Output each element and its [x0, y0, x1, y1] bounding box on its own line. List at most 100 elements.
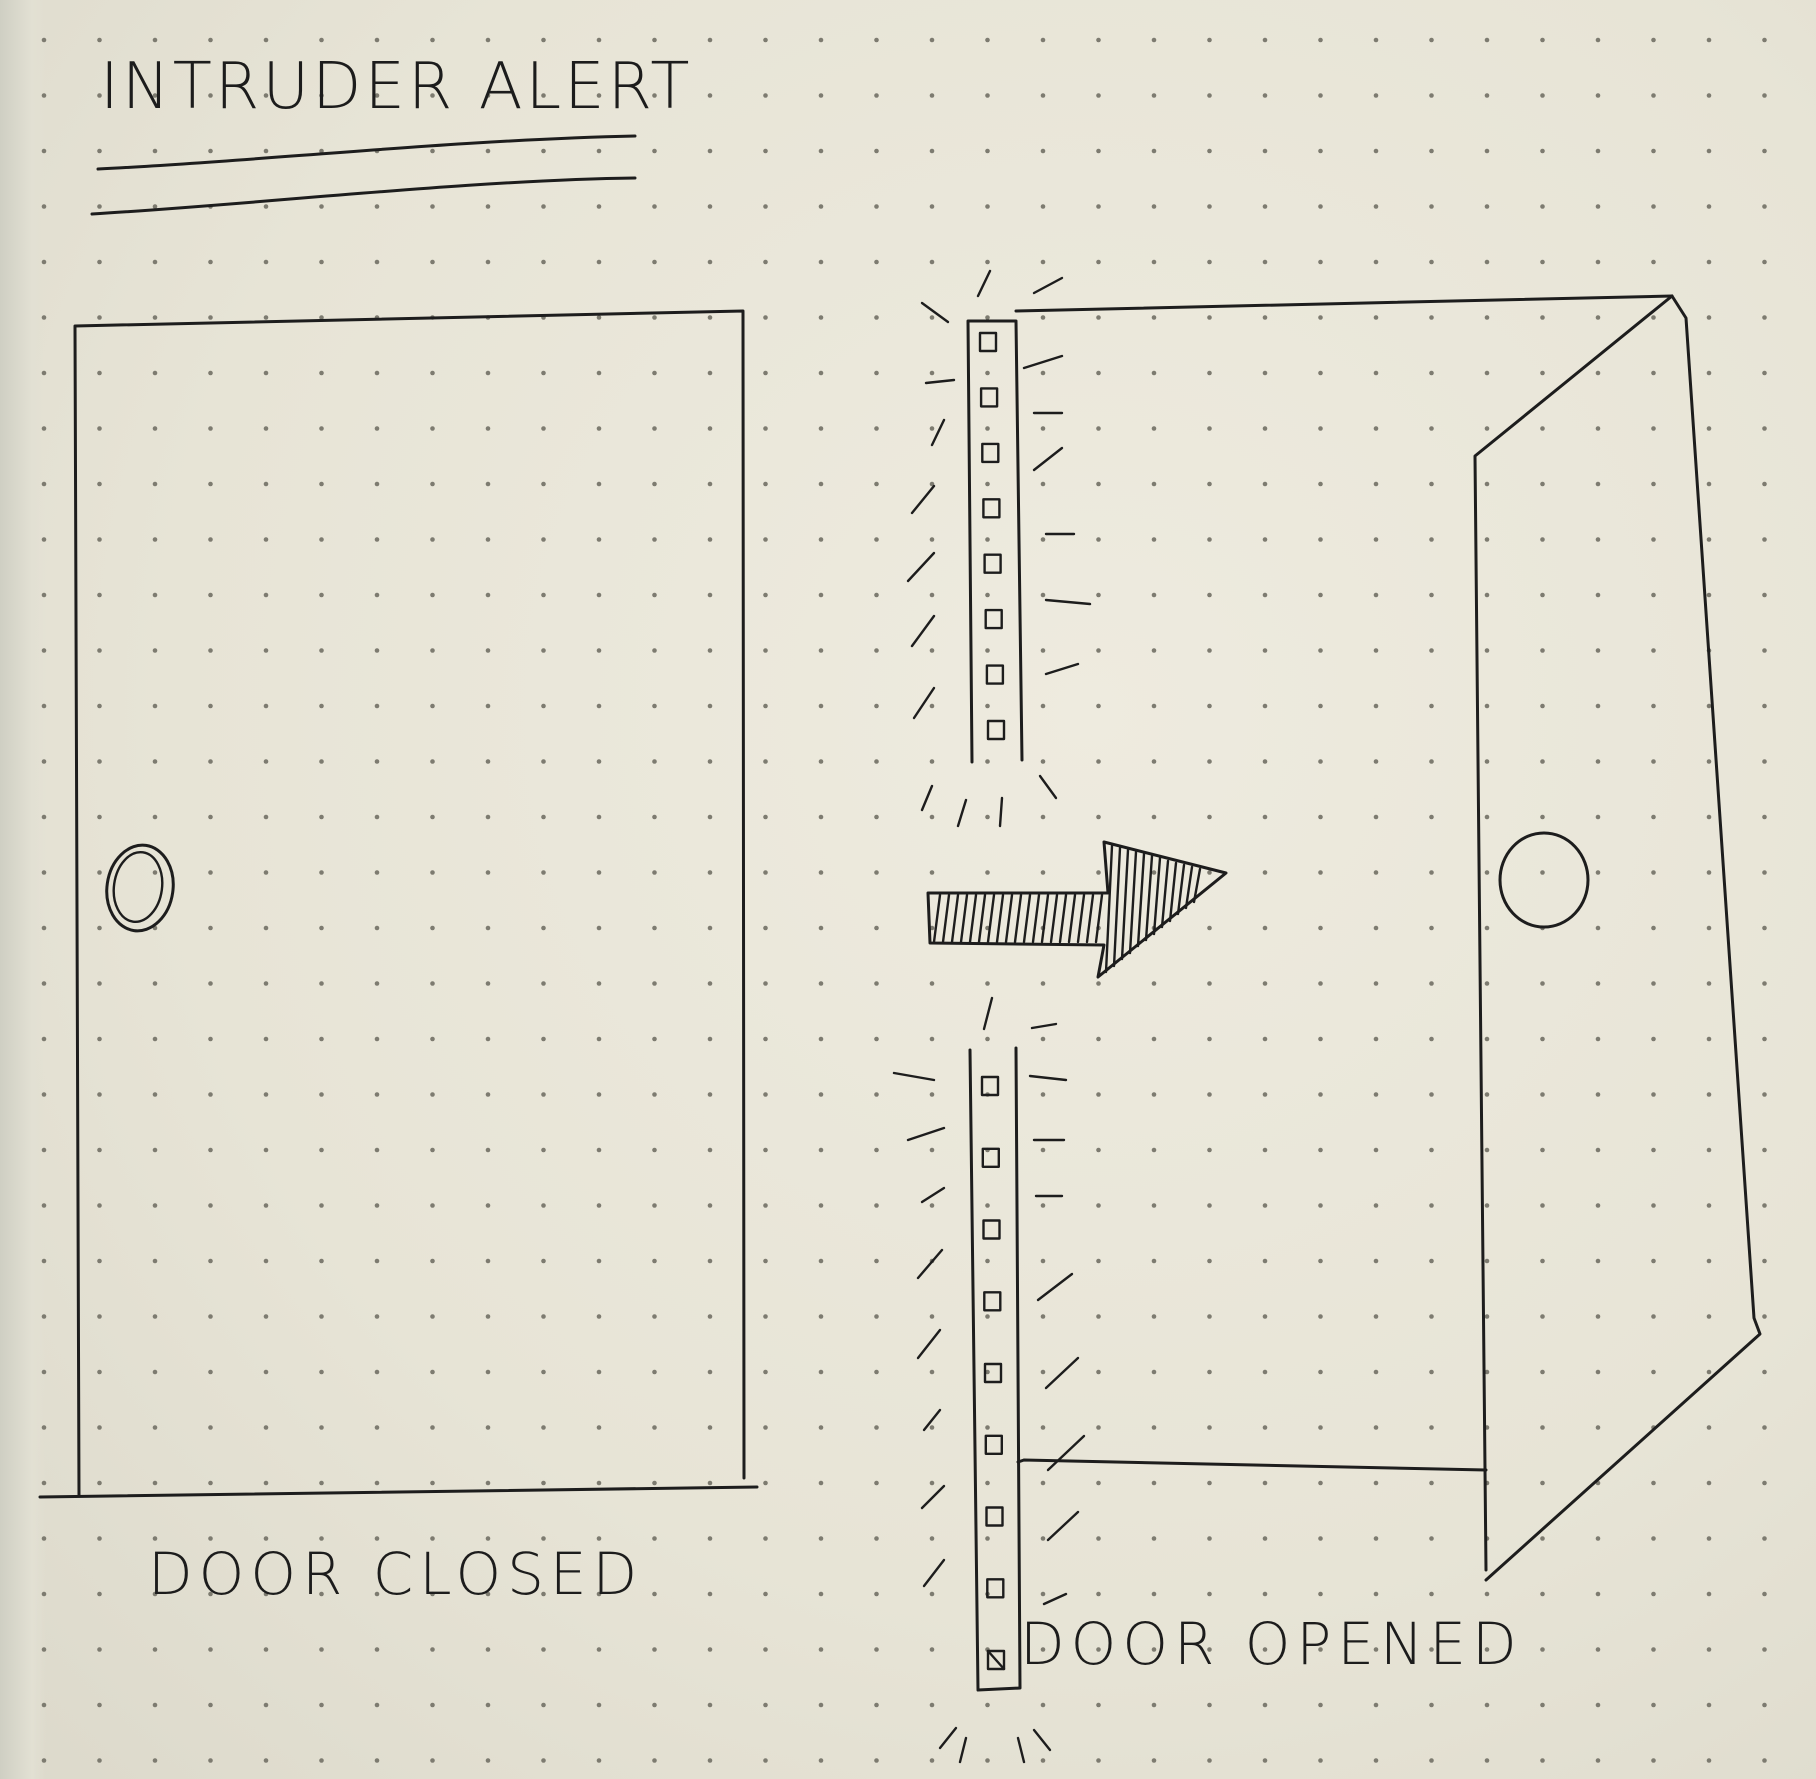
grid-dot: [1706, 481, 1712, 487]
grid-dot: [1040, 1314, 1046, 1319]
grid-dot: [985, 1203, 990, 1208]
grid-dot: [652, 814, 657, 820]
grid-dot: [985, 1702, 990, 1708]
grid-dot: [707, 426, 713, 431]
grid-dot: [1484, 315, 1490, 320]
grid-dot: [1151, 1480, 1157, 1486]
grid-dot: [1207, 315, 1212, 320]
grid-dot: [763, 259, 768, 265]
grid-dot: [1429, 537, 1434, 542]
grid-dot: [1373, 259, 1379, 265]
grid-dot: [818, 1536, 824, 1541]
grid-dot: [1706, 1036, 1712, 1042]
grid-dot: [1373, 1480, 1379, 1486]
grid-dot: [929, 37, 935, 43]
grid-dot: [152, 370, 158, 376]
grid-dot: [874, 370, 879, 376]
grid-dot: [1373, 1647, 1379, 1652]
grid-dot: [1706, 1258, 1712, 1264]
grid-dot: [929, 93, 935, 98]
grid-dot: [1762, 259, 1767, 265]
grid-dot: [485, 259, 491, 265]
grid-dot: [1040, 537, 1046, 542]
grid-dot: [1373, 93, 1379, 98]
grid-dot: [1151, 1591, 1157, 1597]
grid-dot: [1151, 592, 1157, 598]
grid-dot: [596, 148, 602, 154]
grid-dot: [596, 93, 602, 98]
grid-dot: [263, 1425, 269, 1430]
grid-dot: [874, 1036, 879, 1042]
grid-dot: [1762, 592, 1767, 598]
grid-dot: [97, 370, 102, 376]
grid-dot: [1373, 426, 1379, 431]
grid-dot: [818, 370, 824, 376]
grid-dot: [1762, 1314, 1767, 1319]
grid-dot: [1096, 148, 1101, 154]
grid-dot: [929, 1147, 935, 1153]
grid-dot: [1762, 537, 1767, 542]
grid-dot: [1540, 814, 1545, 820]
grid-dot: [929, 148, 935, 154]
grid-dot: [652, 148, 657, 154]
grid-dot: [596, 981, 602, 986]
grid-dot: [1595, 481, 1601, 487]
grid-dot: [1484, 759, 1490, 764]
grid-dot: [541, 481, 546, 487]
grid-dot: [1373, 703, 1379, 709]
grid-dot: [707, 1536, 713, 1541]
grid-dot: [97, 148, 102, 154]
grid-dot: [152, 759, 158, 764]
grid-dot: [97, 93, 102, 98]
grid-dot: [1207, 1092, 1212, 1097]
grid-dot: [374, 1702, 380, 1708]
grid-dot: [874, 1369, 879, 1375]
grid-dot: [874, 592, 879, 598]
grid-dot: [41, 93, 47, 98]
grid-dot: [263, 1314, 269, 1319]
grid-dot: [41, 592, 47, 598]
grid-dot: [1540, 981, 1545, 986]
grid-dot: [596, 481, 602, 487]
grid-dot: [97, 1425, 102, 1430]
grid-dot: [1373, 204, 1379, 209]
grid-dot: [1096, 648, 1101, 653]
grid-dot: [1762, 204, 1767, 209]
grid-dot: [1318, 93, 1323, 98]
grid-dot: [152, 204, 158, 209]
led-square: [986, 1649, 1006, 1671]
grid-dot: [1595, 648, 1601, 653]
led-strip-icon: [966, 319, 1024, 764]
grid-dot: [485, 1591, 491, 1597]
grid-dot: [319, 1369, 324, 1375]
grid-dot: [1096, 537, 1101, 542]
grid-dot: [1151, 1702, 1157, 1708]
grid-dot: [818, 648, 824, 653]
grid-dot: [1595, 814, 1601, 820]
grid-dot: [1595, 259, 1601, 265]
grid-dot: [1540, 759, 1545, 764]
grid-dot: [319, 759, 324, 764]
grid-dot: [929, 1425, 935, 1430]
grid-dot: [874, 1702, 879, 1708]
grid-dot: [763, 1314, 768, 1319]
grid-dot: [874, 1647, 879, 1652]
grid-dot: [1040, 1036, 1046, 1042]
grid-dot: [763, 93, 768, 98]
grid-dot: [541, 1591, 546, 1597]
grid-dot: [763, 1480, 768, 1486]
grid-dot: [929, 648, 935, 653]
grid-dot: [596, 1702, 602, 1708]
grid-dot: [208, 592, 213, 598]
grid-dot: [485, 1314, 491, 1319]
grid-dot: [485, 1036, 491, 1042]
grid-dot: [707, 814, 713, 820]
grid-dot: [1151, 981, 1157, 986]
grid-dot: [985, 148, 990, 154]
grid-dot: [763, 648, 768, 653]
grid-dot: [541, 1369, 546, 1375]
grid-dot: [1706, 1702, 1712, 1708]
grid-dot: [263, 1591, 269, 1597]
grid-dot: [1595, 870, 1601, 875]
grid-dot: [1207, 870, 1212, 875]
